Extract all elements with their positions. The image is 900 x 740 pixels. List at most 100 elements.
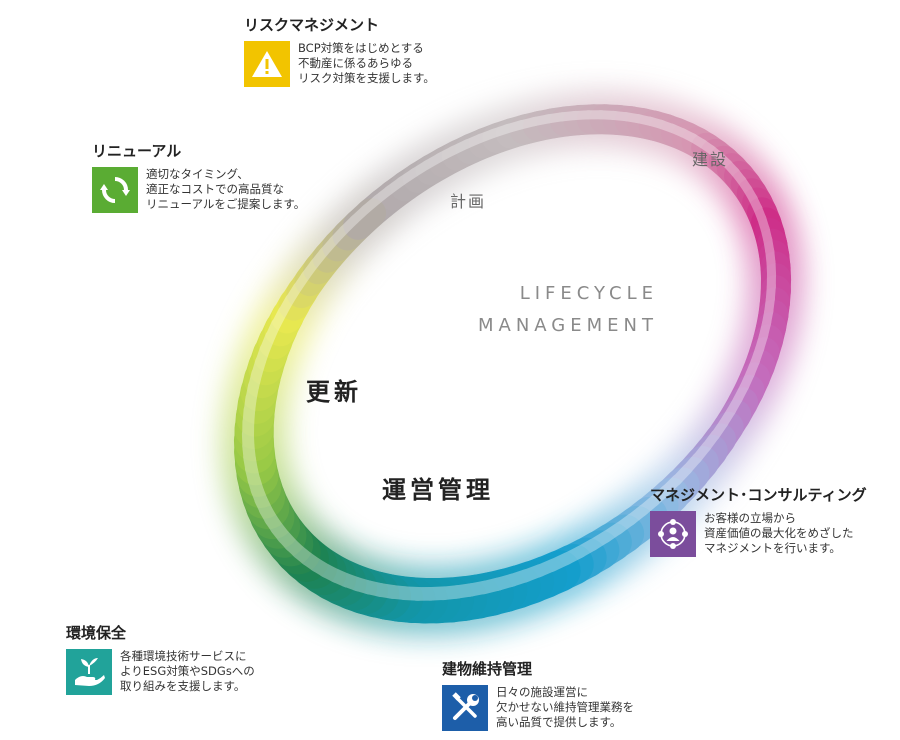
ring-highlight-segment	[726, 393, 744, 417]
ring-highlight-segment	[318, 563, 344, 583]
ring-highlight-segment	[706, 144, 725, 162]
ring-highlight-segment	[518, 564, 547, 583]
ring-highlight-segment	[242, 439, 256, 466]
ring-highlight-segment	[599, 522, 626, 544]
ring-highlight-segment	[761, 305, 774, 329]
ring-highlight-segment	[328, 224, 350, 247]
ring-highlight-segment	[372, 582, 401, 599]
ring-highlight-segment	[247, 472, 264, 498]
ring-highlight-segment	[648, 484, 672, 507]
desc-line: BCP対策をはじめとする	[298, 41, 424, 55]
desc-line: お客様の立場から	[704, 511, 796, 525]
ring-highlight-segment	[247, 367, 263, 393]
ring-highlight-segment	[283, 537, 307, 560]
desc-line: 欠かせない維持管理業務を	[496, 700, 634, 714]
stage-build: 建設	[692, 150, 729, 169]
ring-highlight-segment	[624, 504, 650, 526]
desc-line: 適切なタイミング、	[146, 167, 249, 181]
ring-highlight-segment	[697, 138, 717, 155]
ring-highlight-segment	[753, 203, 767, 224]
ring-highlight-segment	[338, 572, 365, 592]
ring-highlight-segment	[258, 502, 279, 527]
ring-highlight-segment	[243, 392, 257, 418]
ring-highlight-segment	[722, 159, 740, 178]
ring-highlight-segment	[408, 159, 433, 178]
ring-highlight-segment	[714, 151, 733, 170]
lifecycle-management-title: LIFECYCLE MANAGEMENT	[440, 278, 658, 342]
ring-highlight-segment	[687, 133, 708, 149]
stage-operate: 運営管理	[382, 476, 494, 504]
ring-highlight-segment	[328, 568, 354, 588]
desc-line: 日々の施設運営に	[496, 685, 588, 699]
hand-sprout-icon	[66, 649, 112, 695]
lifecycle-line-1: LIFECYCLE	[519, 283, 658, 304]
ring-highlight-segment	[241, 428, 255, 454]
ring-highlight-segment	[318, 235, 339, 258]
service-building-maintenance: 建物維持管理 日々の施設運営に 欠かせない維持管理業務を 高い品質で提供します。	[442, 658, 634, 731]
ring-highlight-segment	[396, 167, 420, 187]
ring-highlight-segment	[292, 270, 311, 294]
ring-highlight-segment	[620, 112, 644, 124]
ring-highlight-segment	[422, 586, 452, 601]
desc-line: リニューアルをご提案します。	[146, 197, 306, 211]
ring-highlight-segment	[763, 234, 775, 257]
service-management-consulting: マネジメント･コンサルティング お客様の立場から 資産価値の最大化をめざした マ…	[650, 484, 867, 557]
ring-highlight-segment	[461, 133, 486, 150]
ring-highlight-segment	[748, 193, 763, 214]
desc-line: 高い品質で提供します。	[496, 715, 622, 729]
stage-renew: 更新	[306, 378, 362, 406]
ring-highlight-segment	[691, 441, 712, 464]
ring-highlight-segment	[349, 576, 377, 595]
ring-highlight-segment	[251, 355, 267, 381]
ring-highlight-segment	[463, 580, 492, 597]
ring-highlight-segment	[681, 452, 703, 476]
ring-highlight-segment	[264, 512, 285, 536]
ring-highlight-segment	[608, 110, 632, 122]
ring-highlight-segment	[677, 128, 699, 143]
ring-highlight-segment	[254, 493, 273, 518]
ring-highlight-segment	[718, 405, 737, 429]
ring-highlight-segment	[338, 214, 360, 236]
ring-highlight-segment	[244, 462, 261, 488]
ring-highlight-segment	[670, 463, 693, 487]
ring-highlight-segment	[736, 175, 753, 195]
ring-highlight-segment	[447, 139, 473, 156]
ring-highlight-segment	[250, 483, 268, 508]
ring-highlight-segment	[632, 114, 656, 126]
stage-plan: 計画	[450, 192, 487, 211]
ring-highlight-segment	[259, 330, 276, 356]
ring-highlight-segment	[371, 185, 395, 205]
people-network-icon	[650, 511, 696, 557]
lifecycle-line-2: MANAGEMENT	[478, 315, 658, 336]
ring-highlight-segment	[383, 176, 407, 196]
warning-icon	[244, 41, 290, 87]
ring-highlight-segment	[710, 417, 729, 441]
ring-highlight-segment	[255, 342, 271, 368]
ring-highlight-segment	[504, 569, 533, 588]
ring-highlight-segment	[595, 110, 620, 120]
tools-icon	[442, 685, 488, 731]
ring-highlight-segment	[264, 318, 282, 343]
service-environment: 環境保全 各種環境技術サービスに よりESG対策やSDGsへの 取り組みを支援し…	[66, 622, 255, 695]
ring-highlight-segment	[701, 429, 721, 453]
ring-highlight-segment	[586, 530, 613, 552]
ring-highlight-segment	[245, 379, 260, 406]
ring-highlight-segment	[542, 112, 568, 124]
desc-line: 取り組みを支援します。	[120, 679, 246, 693]
desc-line: よりESG対策やSDGsへの	[120, 664, 255, 678]
ring-highlight-segment	[667, 123, 689, 138]
ring-highlight-segment	[556, 110, 581, 122]
ring-highlight-segment	[308, 557, 334, 578]
ring-highlight-segment	[349, 204, 372, 225]
ring-highlight-segment	[765, 246, 776, 269]
service-risk-management: リスクマネジメント BCP対策をはじめとする 不動産に係るあらゆる リスク対策を…	[244, 14, 435, 87]
ring-highlight-segment	[488, 123, 513, 139]
ring-highlight-segment	[742, 184, 758, 204]
ring-highlight-segment	[243, 450, 258, 477]
ring-highlight-segment	[270, 306, 288, 331]
service-title: マネジメント･コンサルティング	[650, 486, 867, 504]
ring-highlight-segment	[449, 583, 479, 599]
ring-highlight-segment	[532, 558, 560, 578]
ring-highlight-segment	[474, 128, 500, 144]
